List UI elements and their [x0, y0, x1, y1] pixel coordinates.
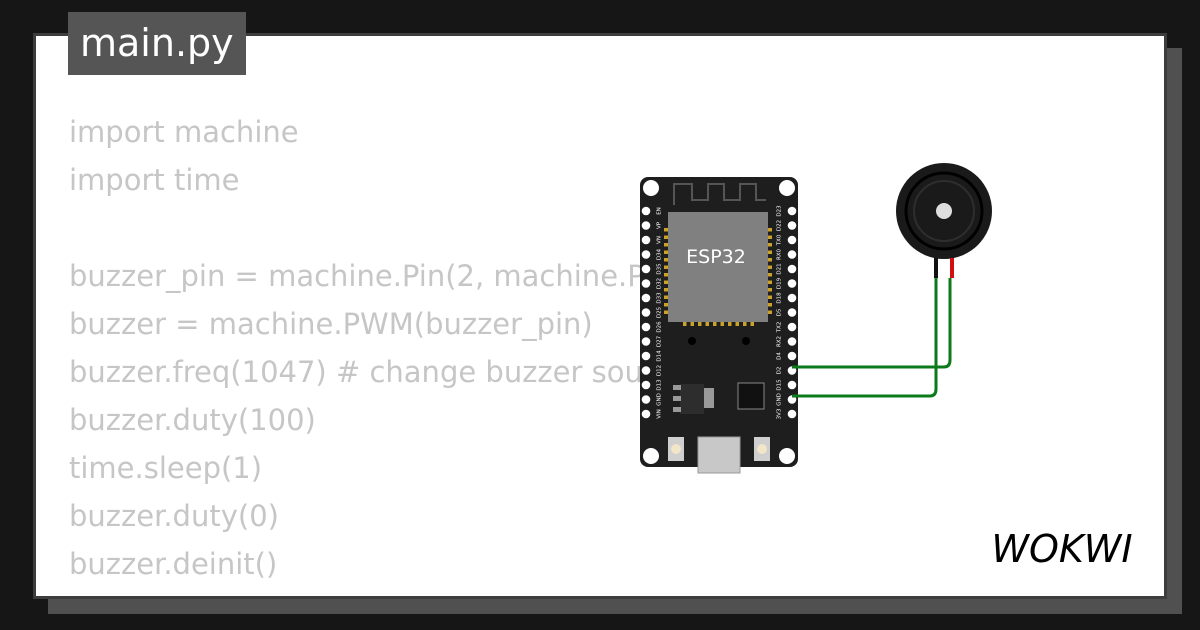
- pin-hole[interactable]: [641, 366, 651, 375]
- code-line: buzzer.duty(0): [69, 499, 279, 533]
- buzzer[interactable]: [896, 163, 992, 278]
- filename-tab: main.py: [68, 12, 246, 75]
- code-line: buzzer.duty(100): [69, 403, 316, 437]
- pin-hole[interactable]: [787, 235, 797, 245]
- pin-hole[interactable]: [787, 380, 797, 390]
- reset-button[interactable]: [754, 437, 770, 461]
- pin-label: EN: [657, 207, 663, 215]
- pin-label: D12: [657, 365, 663, 376]
- pin-hole[interactable]: [641, 409, 651, 419]
- pin-label: RX2: [777, 336, 783, 347]
- pin-hole[interactable]: [787, 279, 797, 288]
- pin-hole[interactable]: [641, 279, 651, 288]
- pin-hole[interactable]: [787, 293, 797, 303]
- code-line: import time: [69, 163, 240, 197]
- pin-label: D32: [657, 278, 663, 289]
- pin-hole[interactable]: [787, 351, 797, 361]
- pin-label: VP: [657, 221, 663, 229]
- pin-label: D5: [777, 308, 783, 316]
- pin-label: D35: [657, 263, 663, 275]
- pin-label: D25: [657, 306, 663, 318]
- pin-hole[interactable]: [641, 293, 651, 303]
- pin-label: D27: [657, 335, 663, 347]
- boot-button[interactable]: [668, 437, 684, 461]
- code-line: buzzer.deinit(): [69, 547, 278, 581]
- chip-label: ESP32: [686, 246, 746, 268]
- pin-hole[interactable]: [787, 206, 797, 216]
- pin-hole[interactable]: [787, 322, 797, 332]
- pin-label: D33: [657, 292, 663, 304]
- esp32-module: [668, 212, 768, 322]
- pin-hole[interactable]: [787, 409, 797, 419]
- pin-hole[interactable]: [641, 395, 651, 404]
- esp32-board[interactable]: ESP32 ENVPVND34D35D32D33D25D26D27D14D12D…: [640, 177, 798, 474]
- pin-label: TX2: [777, 322, 783, 334]
- pin-hole[interactable]: [787, 264, 797, 274]
- pin-label: D21: [777, 263, 783, 274]
- pin-label: VIN: [657, 409, 663, 419]
- pin-label: D14: [657, 350, 663, 362]
- pin-label: RX0: [777, 248, 783, 260]
- pin-hole[interactable]: [641, 322, 651, 332]
- pin-label: TX0: [777, 234, 783, 246]
- pin-label: D19: [777, 277, 783, 289]
- wire-gnd[interactable]: [792, 278, 938, 398]
- pin-hole[interactable]: [641, 206, 651, 216]
- code-line: time.sleep(1): [69, 451, 263, 485]
- pin-hole[interactable]: [641, 351, 651, 361]
- wokwi-logo: WOKWI: [991, 527, 1132, 571]
- code-line: buzzer.freq(1047) # change buzzer sound: [69, 355, 680, 389]
- pin-hole[interactable]: [787, 250, 797, 259]
- pin-label: D23: [777, 205, 783, 217]
- pin-hole[interactable]: [641, 380, 651, 390]
- pin-label: GND: [777, 393, 783, 406]
- pin-label: GND: [657, 393, 663, 406]
- pin-label: D18: [777, 292, 783, 304]
- logo-text: WOKWI: [991, 527, 1132, 571]
- pin-label: D13: [657, 379, 663, 391]
- pin-label: VN: [657, 236, 663, 244]
- pin-hole[interactable]: [641, 250, 651, 259]
- pin-label: D34: [657, 248, 663, 260]
- pin-hole[interactable]: [641, 337, 651, 346]
- pin-label: D15: [777, 379, 783, 391]
- usb-uart-chip: [737, 382, 765, 410]
- pin-hole[interactable]: [787, 221, 797, 230]
- wire-d2[interactable]: [792, 278, 952, 369]
- pin-hole[interactable]: [641, 235, 651, 245]
- project-card: import machine import time buzzer_pin = …: [33, 33, 1167, 599]
- pin-hole[interactable]: [641, 221, 651, 230]
- regulator: [680, 384, 704, 414]
- pin-label: D26: [657, 321, 663, 333]
- pin-label: 3V3: [777, 408, 783, 419]
- pin-hole[interactable]: [641, 264, 651, 274]
- pin-label: D22: [777, 220, 783, 231]
- pin-label: D4: [777, 352, 783, 360]
- pin-hole[interactable]: [787, 337, 797, 346]
- code-line: buzzer = machine.PWM(buzzer_pin): [69, 307, 593, 341]
- pin-label: D2: [777, 367, 783, 375]
- pin-hole[interactable]: [787, 308, 797, 317]
- usb-port[interactable]: [697, 436, 741, 474]
- pin-hole[interactable]: [641, 308, 651, 317]
- code-line: import machine: [69, 115, 299, 149]
